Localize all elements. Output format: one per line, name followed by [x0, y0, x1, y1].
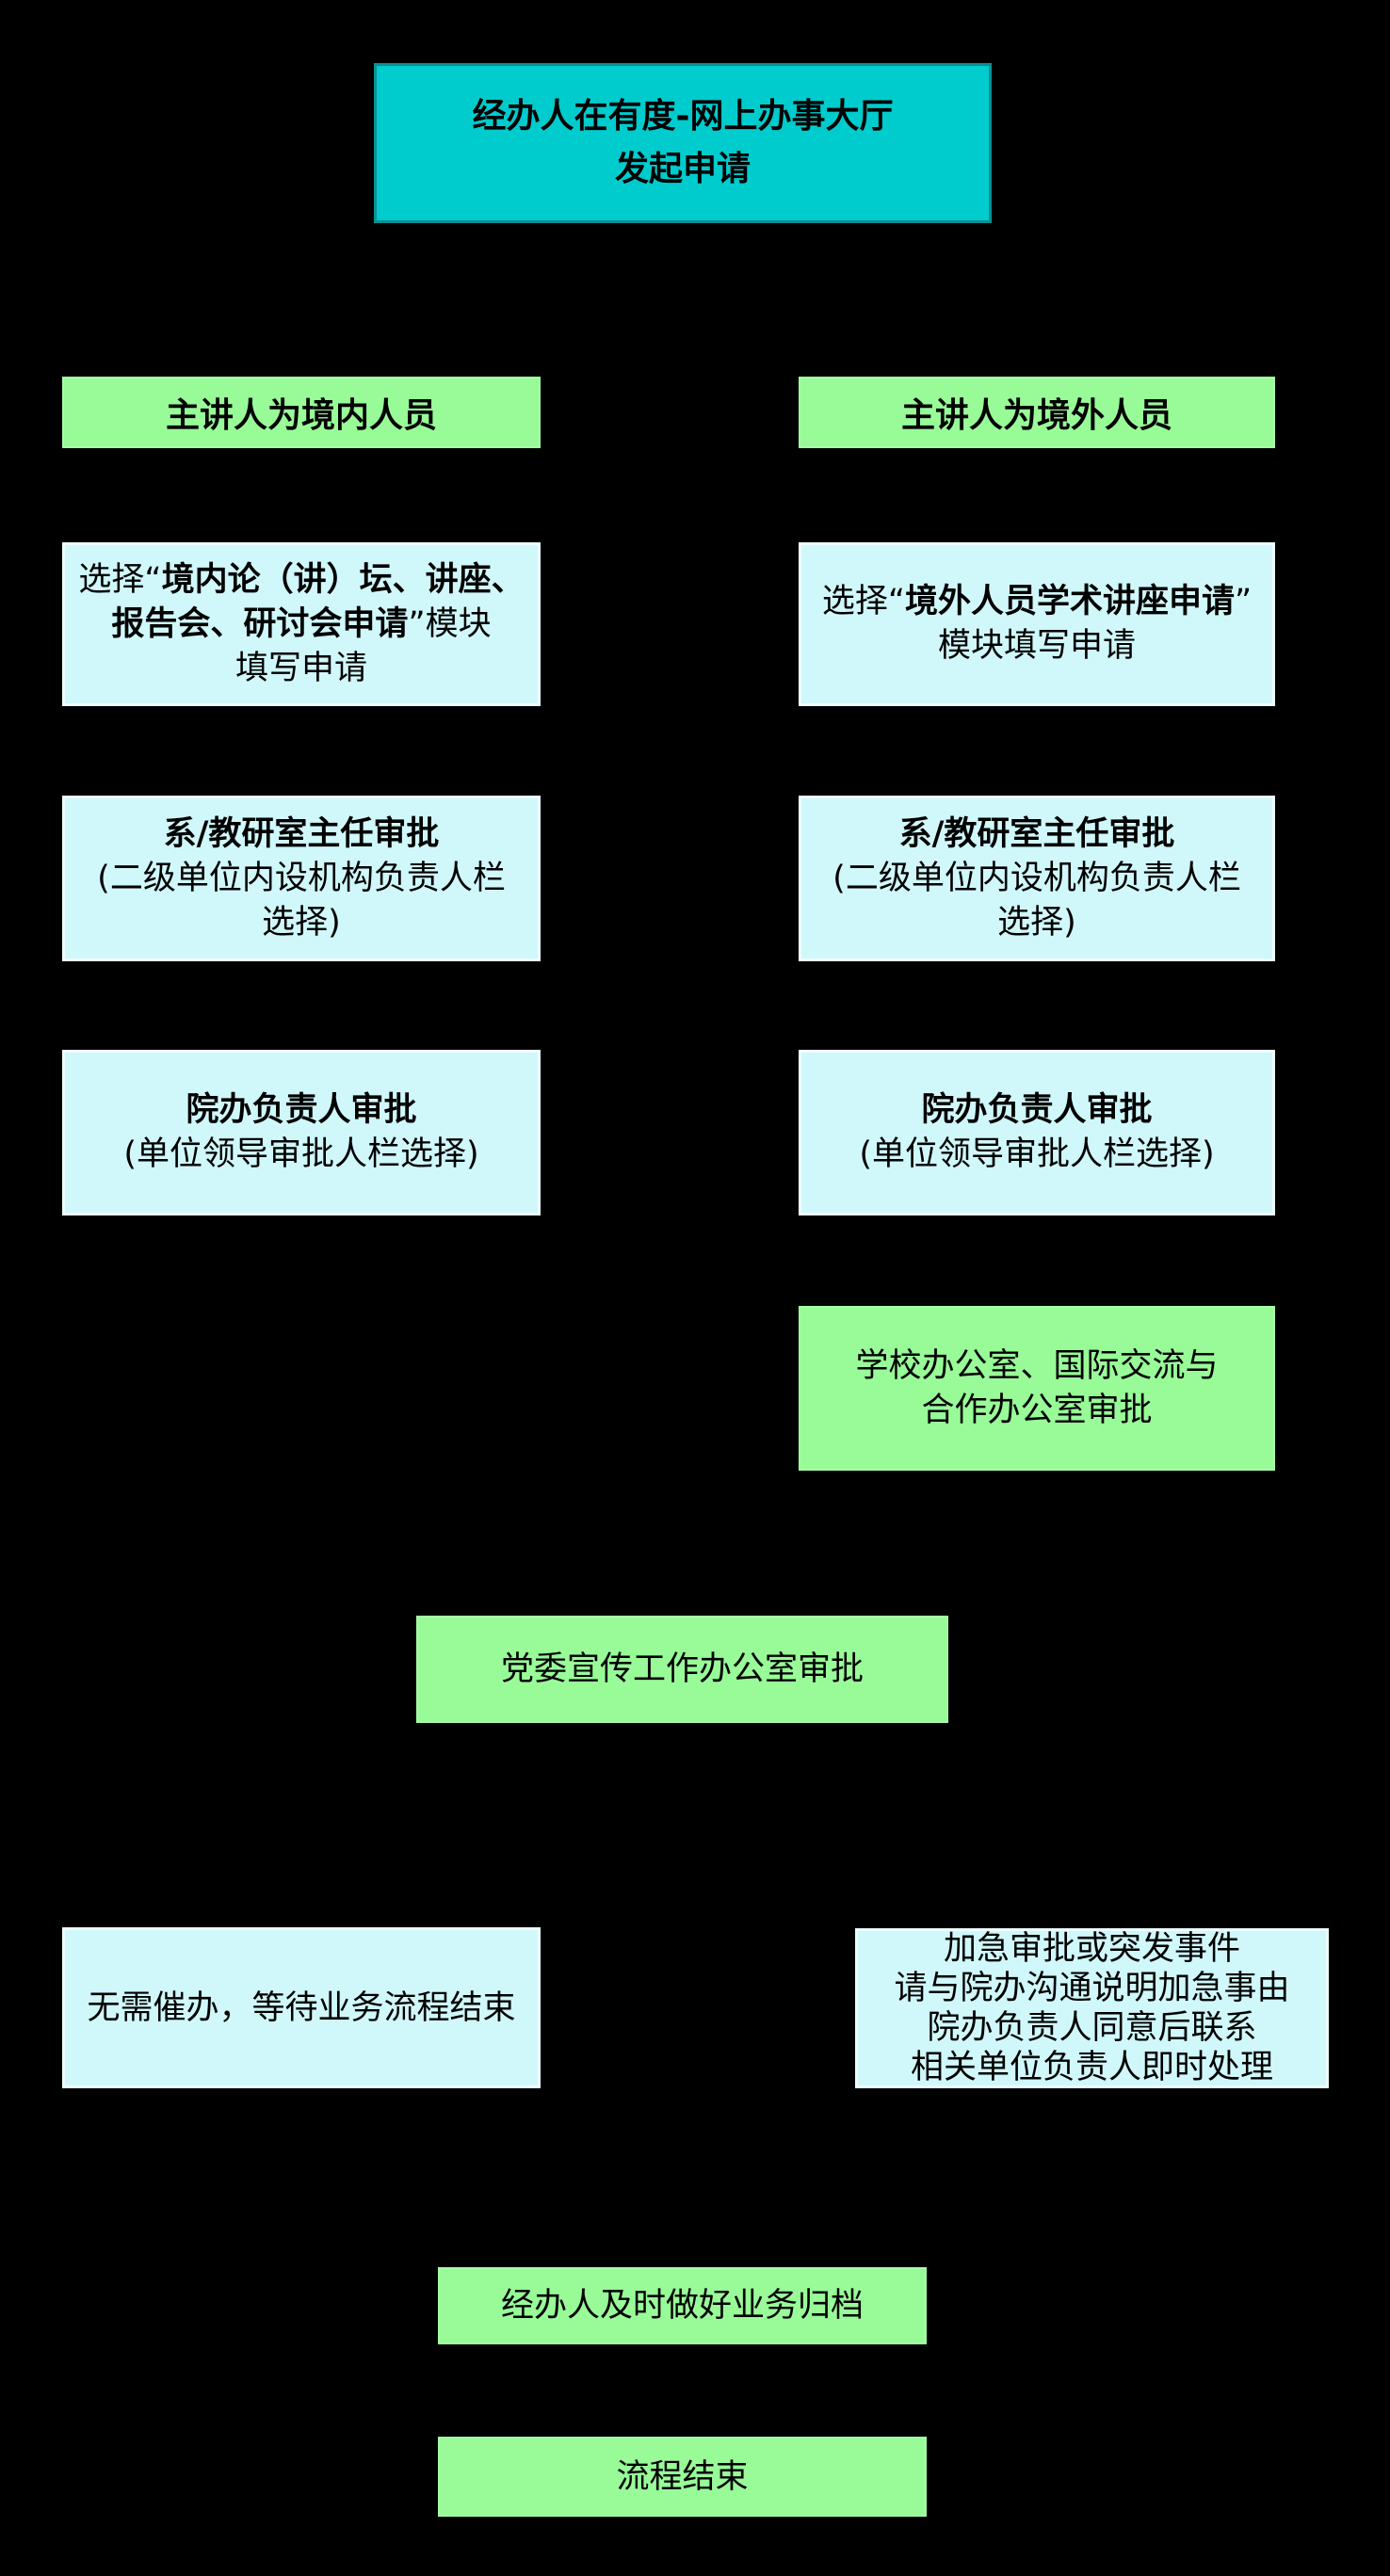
wait-for-process-box: 无需催办，等待业务流程结束 [62, 1927, 541, 2088]
left-dept-head-approval-box: 系/教研室主任审批(二级单位内设机构负责人栏选择) [62, 796, 541, 961]
right-dept-head-approval-box: 系/教研室主任审批(二级单位内设机构负责人栏选择) [799, 796, 1275, 961]
right-branch-header-box: 主讲人为境外人员 [799, 377, 1275, 448]
urgent-handling-box: 加急审批或突发事件请与院办沟通说明加急事由院办负责人同意后联系相关单位负责人即时… [855, 1928, 1329, 2088]
left-select-module-box: 选择“境内论（讲）坛、讲座、报告会、研讨会申请”模块填写申请 [62, 542, 541, 706]
left-office-head-approval-box: 院办负责人审批(单位领导审批人栏选择) [62, 1050, 541, 1216]
start-box: 经办人在有度-网上办事大厅发起申请 [374, 63, 992, 223]
left-branch-header-box: 主讲人为境内人员 [62, 377, 541, 448]
right-select-module-box: 选择“境外人员学术讲座申请”模块填写申请 [799, 542, 1275, 706]
right-office-head-approval-box: 院办负责人审批(单位领导审批人栏选择) [799, 1050, 1275, 1216]
end-box: 流程结束 [438, 2437, 927, 2517]
propaganda-office-approval-box: 党委宣传工作办公室审批 [416, 1616, 948, 1723]
archive-box: 经办人及时做好业务归档 [438, 2267, 927, 2344]
intl-office-approval-box: 学校办公室、国际交流与合作办公室审批 [799, 1306, 1275, 1471]
